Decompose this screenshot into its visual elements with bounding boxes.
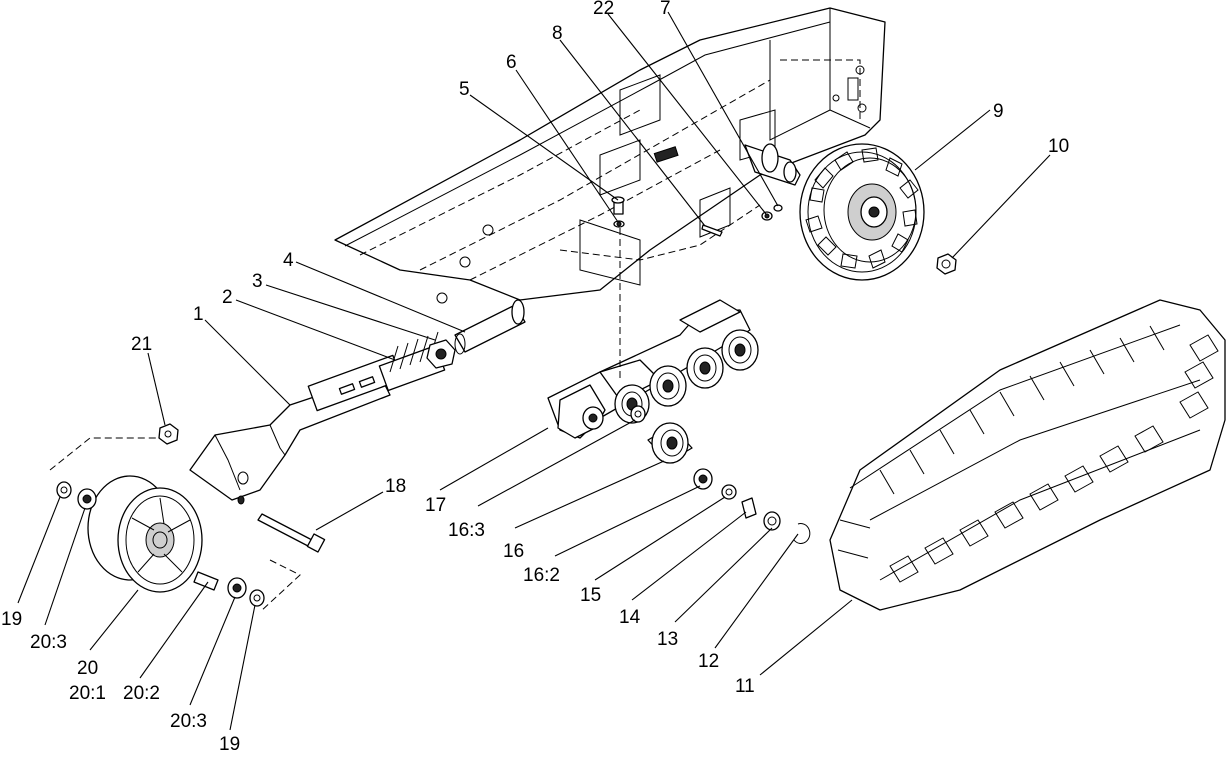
leader-lines	[17, 11, 1051, 731]
callout-15: 15	[580, 585, 601, 606]
pivot-bolt	[257, 513, 326, 553]
callout-16-2: 16:2	[523, 565, 560, 586]
callout-10: 10	[1048, 136, 1069, 157]
lock-nut	[158, 423, 179, 445]
callout-16: 16	[503, 541, 524, 562]
callout-17: 17	[425, 495, 446, 516]
callout-16-3: 16:3	[448, 520, 485, 541]
small-fasteners	[611, 196, 783, 237]
callout-20-3-left: 20:3	[30, 632, 67, 653]
nut	[936, 253, 957, 275]
idler-wheel	[87, 475, 203, 593]
callout-labels: 1 2 3 4 5 6 8 22 7 9 10 21 18 17 16:3 16…	[1, 0, 1069, 755]
callout-19-right: 19	[219, 734, 240, 755]
callout-6: 6	[506, 52, 517, 73]
drive-spindle	[744, 143, 801, 186]
callout-14: 14	[619, 607, 641, 628]
assembly-bracket-outline	[49, 437, 301, 613]
callout-20-1: 20:1	[69, 683, 106, 704]
adjuster-nut	[426, 339, 456, 369]
callout-12: 12	[698, 651, 719, 672]
callout-20-2: 20:2	[123, 683, 160, 704]
wheel-hardware	[56, 481, 265, 607]
callout-19-left: 19	[1, 609, 22, 630]
rubber-track	[829, 299, 1226, 611]
callout-13: 13	[657, 629, 678, 650]
callout-5: 5	[459, 79, 470, 100]
callout-8: 8	[552, 23, 563, 44]
callout-3: 3	[252, 271, 263, 292]
callout-20-3-right: 20:3	[170, 711, 207, 732]
callout-18: 18	[385, 476, 406, 497]
track-frame	[334, 7, 886, 304]
callout-1: 1	[193, 304, 204, 325]
callout-11: 11	[735, 676, 755, 697]
callout-4: 4	[283, 250, 294, 271]
callout-21: 21	[131, 334, 152, 355]
roller-bogie	[547, 228, 759, 439]
idler-axle-parts	[630, 405, 811, 544]
callout-22: 22	[593, 0, 614, 19]
tension-tube	[454, 299, 526, 355]
callout-20: 20	[77, 658, 98, 679]
idler-tension-arm	[189, 354, 403, 505]
callout-7: 7	[660, 0, 671, 19]
callout-9: 9	[993, 101, 1004, 122]
drive-sprocket	[799, 143, 925, 281]
callout-2: 2	[222, 287, 233, 308]
